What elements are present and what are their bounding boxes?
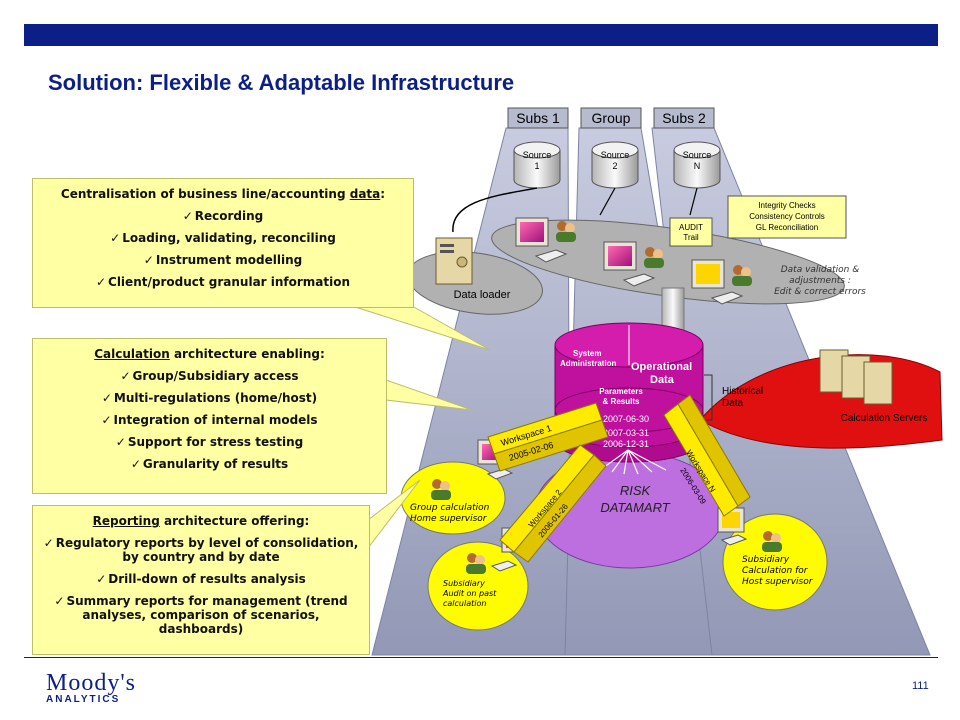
workspace-2-beam: Workspace 2 2006-01-26 <box>499 444 607 563</box>
svg-text:2006-12-31: 2006-12-31 <box>603 439 649 449</box>
centralisation-callout: Centralisation of business line/accounti… <box>32 178 414 308</box>
svg-text:Subsidiary: Subsidiary <box>742 555 790 565</box>
group-calc-users-icon <box>431 479 451 500</box>
svg-text:RISK: RISK <box>620 483 652 498</box>
svg-text:Subsidiary: Subsidiary <box>443 579 485 588</box>
svg-text:Group calculation: Group calculation <box>410 503 490 513</box>
svg-text:Historical: Historical <box>722 386 763 397</box>
svg-text:Data: Data <box>650 374 675 386</box>
svg-text:Group: Group <box>592 110 631 126</box>
svg-text:& Results: & Results <box>603 397 640 406</box>
column-header-subs1: Subs 1 <box>507 107 569 129</box>
source-2-cylinder: Source 2 <box>591 141 639 189</box>
svg-text:Source: Source <box>683 150 712 160</box>
svg-text:adjustments :: adjustments : <box>789 276 851 286</box>
workspace-n-beam: Workspace N 2006-03-09 <box>663 394 751 517</box>
subsidiary-calc-users-icon <box>762 531 782 552</box>
workstation-3-icon <box>691 259 744 305</box>
centralisation-item: Instrument modelling <box>39 253 407 267</box>
page-title: Solution: Flexible & Adaptable Infrastru… <box>48 70 515 95</box>
reporting-callout: Reporting architecture offering: Regulat… <box>32 505 370 655</box>
source-n-cylinder: Source N <box>673 141 721 189</box>
moodys-analytics-logo: Moody's ANALYTICS <box>46 670 137 705</box>
centralisation-item: Recording <box>39 209 407 223</box>
calculation-item: Support for stress testing <box>39 435 380 449</box>
svg-text:Data: Data <box>722 398 744 409</box>
historical-data-bracket <box>704 374 713 421</box>
source-arrow-3 <box>689 187 698 216</box>
footer-divider <box>24 657 938 658</box>
source-arrow-2 <box>599 187 616 216</box>
svg-text:Consistency Controls: Consistency Controls <box>749 212 825 221</box>
svg-text:Subs 1: Subs 1 <box>516 110 560 126</box>
centralisation-heading: Centralisation of business line/accounti… <box>60 187 386 201</box>
svg-text:Administration: Administration <box>560 359 617 368</box>
svg-text:1: 1 <box>534 161 539 171</box>
subsidiary-calc-workstation-icon <box>717 507 748 546</box>
svg-text:2: 2 <box>612 161 617 171</box>
calculation-item: Integration of internal models <box>39 413 380 427</box>
workspace-1-beam: Workspace 1 2005-02-06 <box>487 402 609 472</box>
page-number: 111 <box>912 680 929 692</box>
top-banner <box>24 24 938 46</box>
centralisation-item: Loading, validating, reconciling <box>39 231 407 245</box>
svg-text:Subs 2: Subs 2 <box>662 110 706 126</box>
data-loader-server-icon <box>435 237 473 285</box>
svg-text:N: N <box>694 161 701 171</box>
column-header-subs2: Subs 2 <box>653 107 715 129</box>
svg-text:Operational: Operational <box>631 361 692 373</box>
svg-text:Source: Source <box>601 150 630 160</box>
users-icon-1 <box>556 221 576 242</box>
audit-trail-box: AUDIT Trail <box>669 217 713 247</box>
svg-text:calculation: calculation <box>443 599 486 608</box>
calculation-item: Group/Subsidiary access <box>39 369 380 383</box>
centralisation-item: Client/product granular information <box>39 275 407 289</box>
svg-text:2007-06-30: 2007-06-30 <box>603 414 649 424</box>
svg-text:GL Reconciliation: GL Reconciliation <box>756 223 818 232</box>
svg-text:Edit & correct errors: Edit & correct errors <box>774 287 866 297</box>
svg-text:Audit on past: Audit on past <box>442 589 497 598</box>
svg-text:Data validation &: Data validation & <box>781 265 860 275</box>
calculation-servers-icon <box>819 349 893 405</box>
subsidiary-calculation-ellipse <box>722 513 828 611</box>
svg-text:AUDIT: AUDIT <box>679 223 703 232</box>
integrity-checks-box: Integrity Checks Consistency Controls GL… <box>727 195 847 239</box>
column-header-group: Group <box>580 107 642 129</box>
svg-text:Integrity Checks: Integrity Checks <box>758 201 815 210</box>
workstation-1-icon <box>515 217 568 263</box>
subsidiary-audit-users-icon <box>466 553 486 574</box>
svg-text:DATAMART: DATAMART <box>600 500 670 515</box>
svg-text:System: System <box>573 349 601 358</box>
workstation-2-icon <box>603 241 656 287</box>
svg-text:Trail: Trail <box>683 233 698 242</box>
reporting-heading: Reporting architecture offering: <box>92 514 310 528</box>
calculation-item: Granularity of results <box>39 457 380 471</box>
reporting-item: Drill-down of results analysis <box>39 572 363 586</box>
source-arrow-1 <box>452 187 538 233</box>
svg-text:Data loader: Data loader <box>454 289 511 301</box>
users-icon-2 <box>644 247 664 268</box>
svg-text:Calculation for: Calculation for <box>742 566 809 576</box>
reporting-item: Summary reports for management (trend an… <box>39 594 363 636</box>
reporting-item: Regulatory reports by level of consolida… <box>39 536 363 564</box>
calculation-item: Multi-regulations (home/host) <box>39 391 380 405</box>
calculation-callout: Calculation architecture enabling: Group… <box>32 338 387 494</box>
users-icon-3 <box>732 265 752 286</box>
svg-text:Calculation Servers: Calculation Servers <box>841 413 928 424</box>
svg-text:Host supervisor: Host supervisor <box>742 577 814 587</box>
svg-text:2007-03-31: 2007-03-31 <box>603 428 649 438</box>
data-validation-note: Data validation & adjustments : Edit & c… <box>774 265 866 297</box>
svg-text:Parameters: Parameters <box>599 387 643 396</box>
svg-text:Source: Source <box>523 150 552 160</box>
svg-text:Home supervisor: Home supervisor <box>410 514 488 524</box>
source-1-cylinder: Source 1 <box>513 141 561 189</box>
calculation-heading: Calculation architecture enabling: <box>94 347 325 361</box>
